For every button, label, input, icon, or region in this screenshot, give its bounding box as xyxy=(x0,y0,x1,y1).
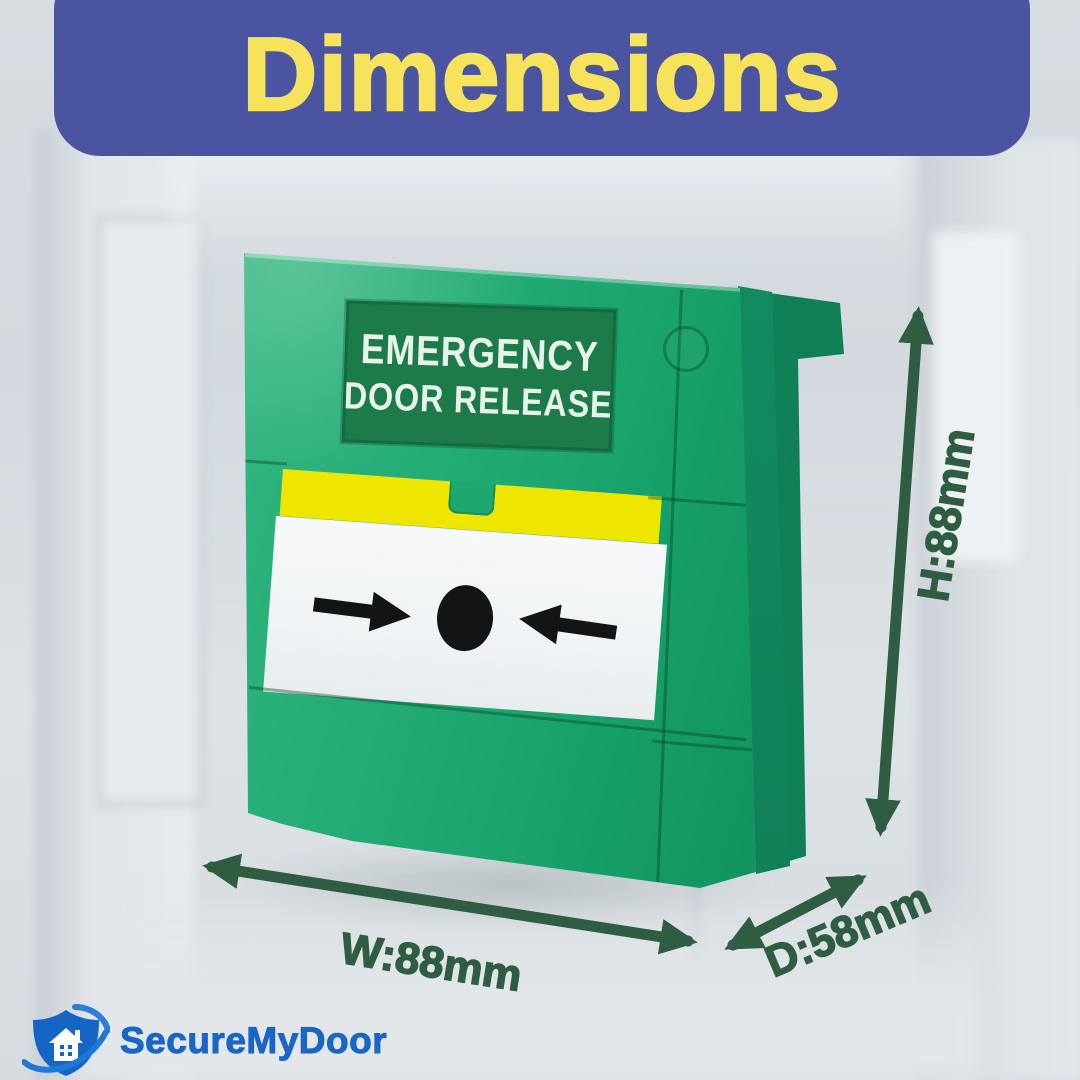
page-title: Dimensions xyxy=(241,15,842,134)
title-banner: Dimensions xyxy=(54,0,1030,156)
button-panel xyxy=(263,516,667,721)
brand-logo: SecureMyDoor xyxy=(22,1004,387,1078)
width-dimension-arrow xyxy=(202,853,698,955)
depth-dimension-arrow xyxy=(724,874,867,951)
press-arrow-right-icon xyxy=(312,591,411,632)
press-arrow-left-icon xyxy=(519,604,618,645)
housing-circle-detail xyxy=(663,326,709,372)
logo-text: SecureMyDoor xyxy=(119,1020,388,1062)
background-right-door xyxy=(934,232,1018,562)
shield-logo-icon xyxy=(22,1004,110,1076)
height-dimension-arrow xyxy=(865,306,934,837)
background-left-door-panel xyxy=(96,215,204,807)
